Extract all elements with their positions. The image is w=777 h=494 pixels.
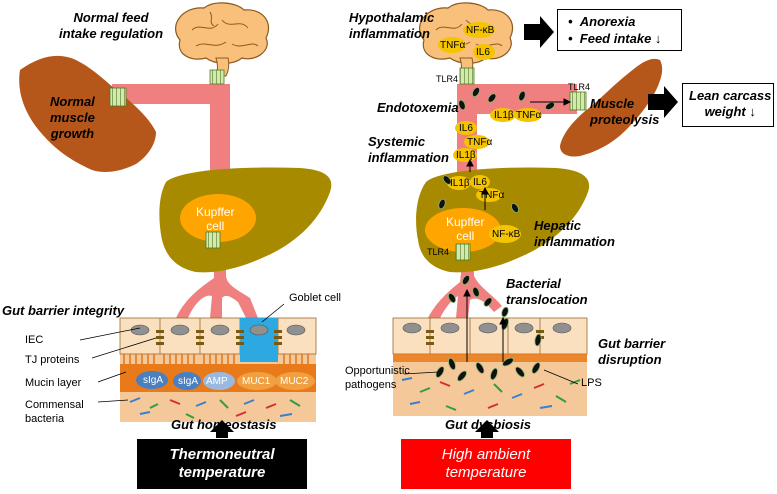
process-arrows-right [463,98,572,362]
endotoxemia-label: Endotoxemia [377,100,459,115]
liver-il1b-label: IL1β [450,178,470,189]
lean-carcass-label: Lean carcass weight ↓ [689,88,772,119]
receptor-liver-left-icon [205,231,221,249]
brain-nfkb-label: NF-κB [466,25,495,36]
gut-markers-left [136,371,315,390]
arrow-to-carcass-icon [648,86,678,118]
up-arrow-right-icon [475,420,499,438]
gut-barrier-disruption-label: Gut barrier disruption [598,336,666,367]
hepatic-inflammation-label: Hepatic inflammation [534,218,615,249]
muc2-label: MUC2 [280,376,309,387]
amp-label: AMP [206,376,228,387]
muscle-left-icon [19,55,157,173]
legend-tj-proteins: TJ proteins [25,354,80,366]
vessel-il1b-label: IL1β [494,110,514,121]
cytokine-il1b-label: IL1β [456,150,476,161]
legend-pointers-right [403,369,579,385]
liver-tnfa-label: TNFα [479,190,505,201]
up-arrow-left-icon [210,420,234,438]
thermoneutral-label: Thermoneutral temperature [169,446,275,481]
receptor-muscle-right-icon [569,91,587,111]
gut-tissue-right [392,317,588,416]
kupffer-cell-left-icon [180,194,256,242]
thermoneutral-condition-box: Thermoneutral temperature [137,439,307,489]
brain-il6-marker [473,44,495,60]
siga-marker [173,372,201,390]
cytokine-tnfa-label: TNFα [467,137,493,148]
brain-tnfa-marker [438,37,466,53]
outcome-box: • Anorexia • Feed intake ↓ [557,9,682,51]
receptor-brain-left-icon [209,69,225,85]
cytokine-markers-right [447,108,542,202]
opportunistic-pathogens-label: Opportunistic pathogens [345,365,410,391]
muc1-marker [237,372,277,390]
tlr4-liver-label: TLR4 [427,247,450,257]
legend-mucin-layer: Mucin layer [25,377,82,389]
hypothalamic-label: Hypothalamic inflammation [349,10,435,41]
brain-nfkb-marker [463,22,495,38]
kupffer-nfkb-label: NF-κB [492,229,521,240]
receptor-brain-right-icon [459,67,475,85]
brain-left-label: Normal feed intake regulation [59,10,164,41]
legend-commensal-bacteria: Commensal bacteria [25,399,84,425]
kupffer-nfkb-marker [489,225,521,243]
siga-label-1: sIgA [143,375,164,386]
systemic-inflammation-label: Systemic inflammation [368,134,449,165]
muscle-left-label: Normal muscle growth [50,94,95,141]
gut-dysbiosis-label: Gut dysbiosis [445,417,531,432]
arrow-to-anorexia-icon [524,16,554,48]
brain-left-icon [175,2,270,77]
siga-label-2: sIgA [178,376,199,387]
bacterial-translocation-label: Bacterial translocation [506,276,588,307]
outcome-feed-intake: • Feed intake ↓ [568,31,662,46]
kupffer-cell-right-icon [425,208,501,252]
lean-carcass-box: Lean carcass weight ↓ [682,83,774,127]
muscle-right-icon [560,58,663,157]
brain-tnfa-label: TNFα [440,40,466,51]
muscle-proteolysis-label: Muscle proteolysis [590,96,660,127]
kupffer-right-label: Kupffer cell [446,215,485,243]
outcome-anorexia: • Anorexia [568,14,636,29]
blood-vessel-left [112,84,258,318]
muc2-marker [275,372,315,390]
vessel-tnfa-label: TNFα [516,110,542,121]
siga-marker [136,371,168,389]
muc1-label: MUC1 [242,376,271,387]
gut-homeostasis-label: Gut homeostasis [171,417,277,432]
high-temperature-label: High ambient temperature [441,446,531,481]
legend-pointers-left [79,303,285,403]
receptor-liver-right-icon [455,243,471,261]
tlr4-muscle-label: TLR4 [568,82,591,92]
brain-il6-label: IL6 [476,47,490,58]
kupffer-left-label: Kupffer cell [196,205,235,233]
tlr4-brain-label: TLR4 [436,74,459,84]
legend-iec: IEC [25,334,44,346]
amp-marker [203,372,235,390]
cytokine-il6-label: IL6 [459,123,473,134]
lps-label: LPS [581,377,602,389]
lps-particles [438,87,555,318]
high-temperature-condition-box: High ambient temperature [401,439,571,489]
receptor-muscle-left-icon [109,87,127,107]
gut-tissue-left [119,317,317,422]
liver-il6-label: IL6 [473,177,487,188]
goblet-cell-label: Goblet cell [289,292,341,304]
gut-integrity-label: Gut barrier integrity [2,303,125,318]
